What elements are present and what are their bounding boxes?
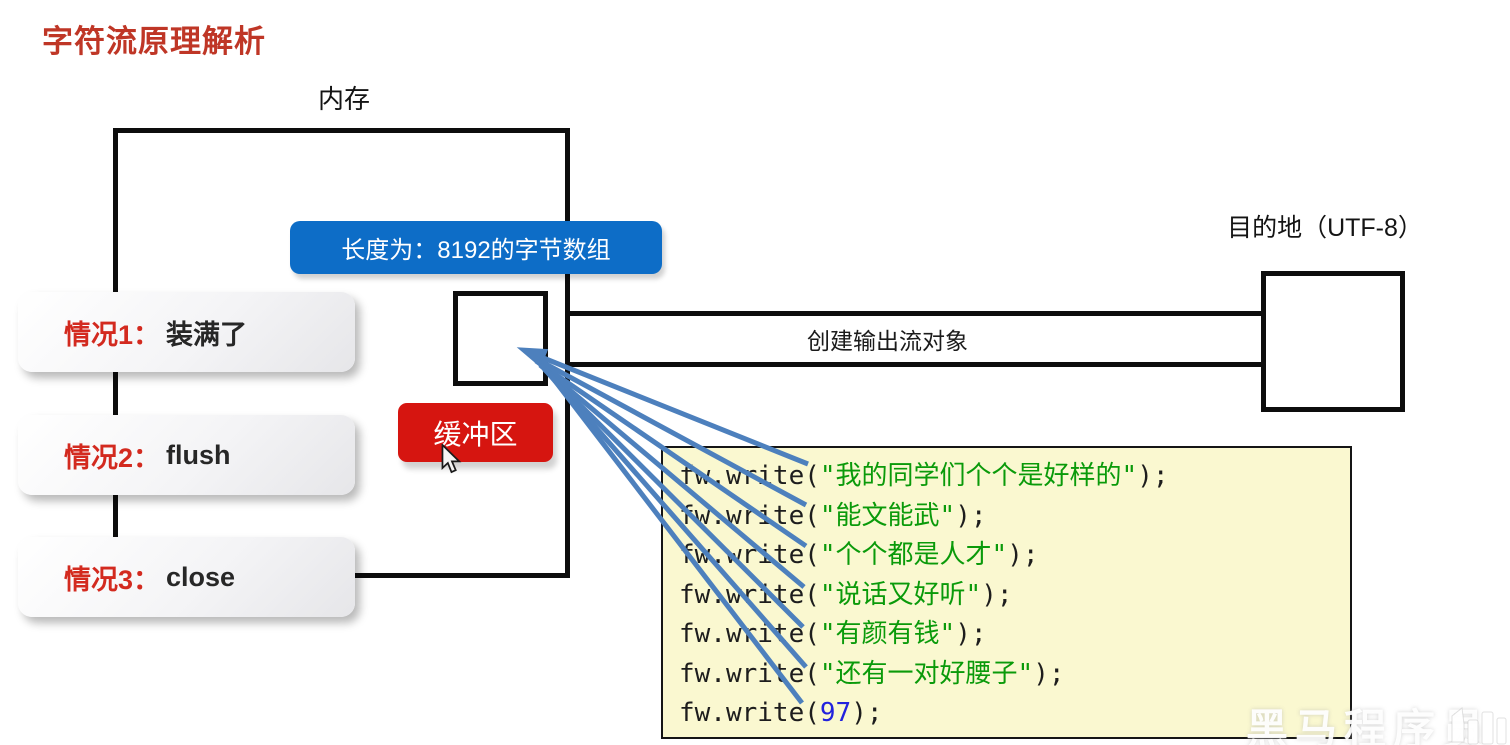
buffer-badge: 缓冲区 [398,403,553,462]
case-3-text: close [166,561,236,592]
buffer-square [453,291,548,386]
case-1-text: 装满了 [166,319,248,350]
code-line-5: fw.write("有颜有钱"); [679,619,987,649]
case-2-prefix: 情况2： [64,442,161,473]
memory-label: 内存 [318,84,371,114]
case-3-prefix: 情况3： [64,564,161,595]
case-2-text: flush [166,439,231,470]
code-line-1: fw.write("我的同学们个个是好样的"); [679,461,1169,491]
destination-box [1261,271,1405,412]
output-stream-channel: 创建输出流对象 [570,311,1261,367]
byte-array-badge: 长度为：8192的字节数组 [290,221,662,274]
watermark-text: 黑马程序员 [1246,706,1492,745]
code-line-3: fw.write("个个都是人才"); [679,540,1039,570]
byte-array-badge-label: 长度为：8192的字节数组 [341,237,611,264]
code-line-2: fw.write("能文能武"); [679,500,987,531]
buffer-badge-label: 缓冲区 [433,418,518,450]
code-line-4: fw.write("说话又好听"); [679,579,1013,610]
case-3-pill: 情况3： close [18,537,355,617]
destination-label: 目的地（UTF-8） [1227,214,1423,242]
page-title: 字符流原理解析 [42,24,266,59]
case-1-prefix: 情况1： [64,319,161,350]
channel-label: 创建输出流对象 [807,328,968,354]
case-1-pill: 情况1： 装满了 [18,292,355,372]
case-2-pill: 情况2： flush [18,415,355,495]
code-line-6: fw.write("还有一对好腰子"); [679,658,1065,689]
